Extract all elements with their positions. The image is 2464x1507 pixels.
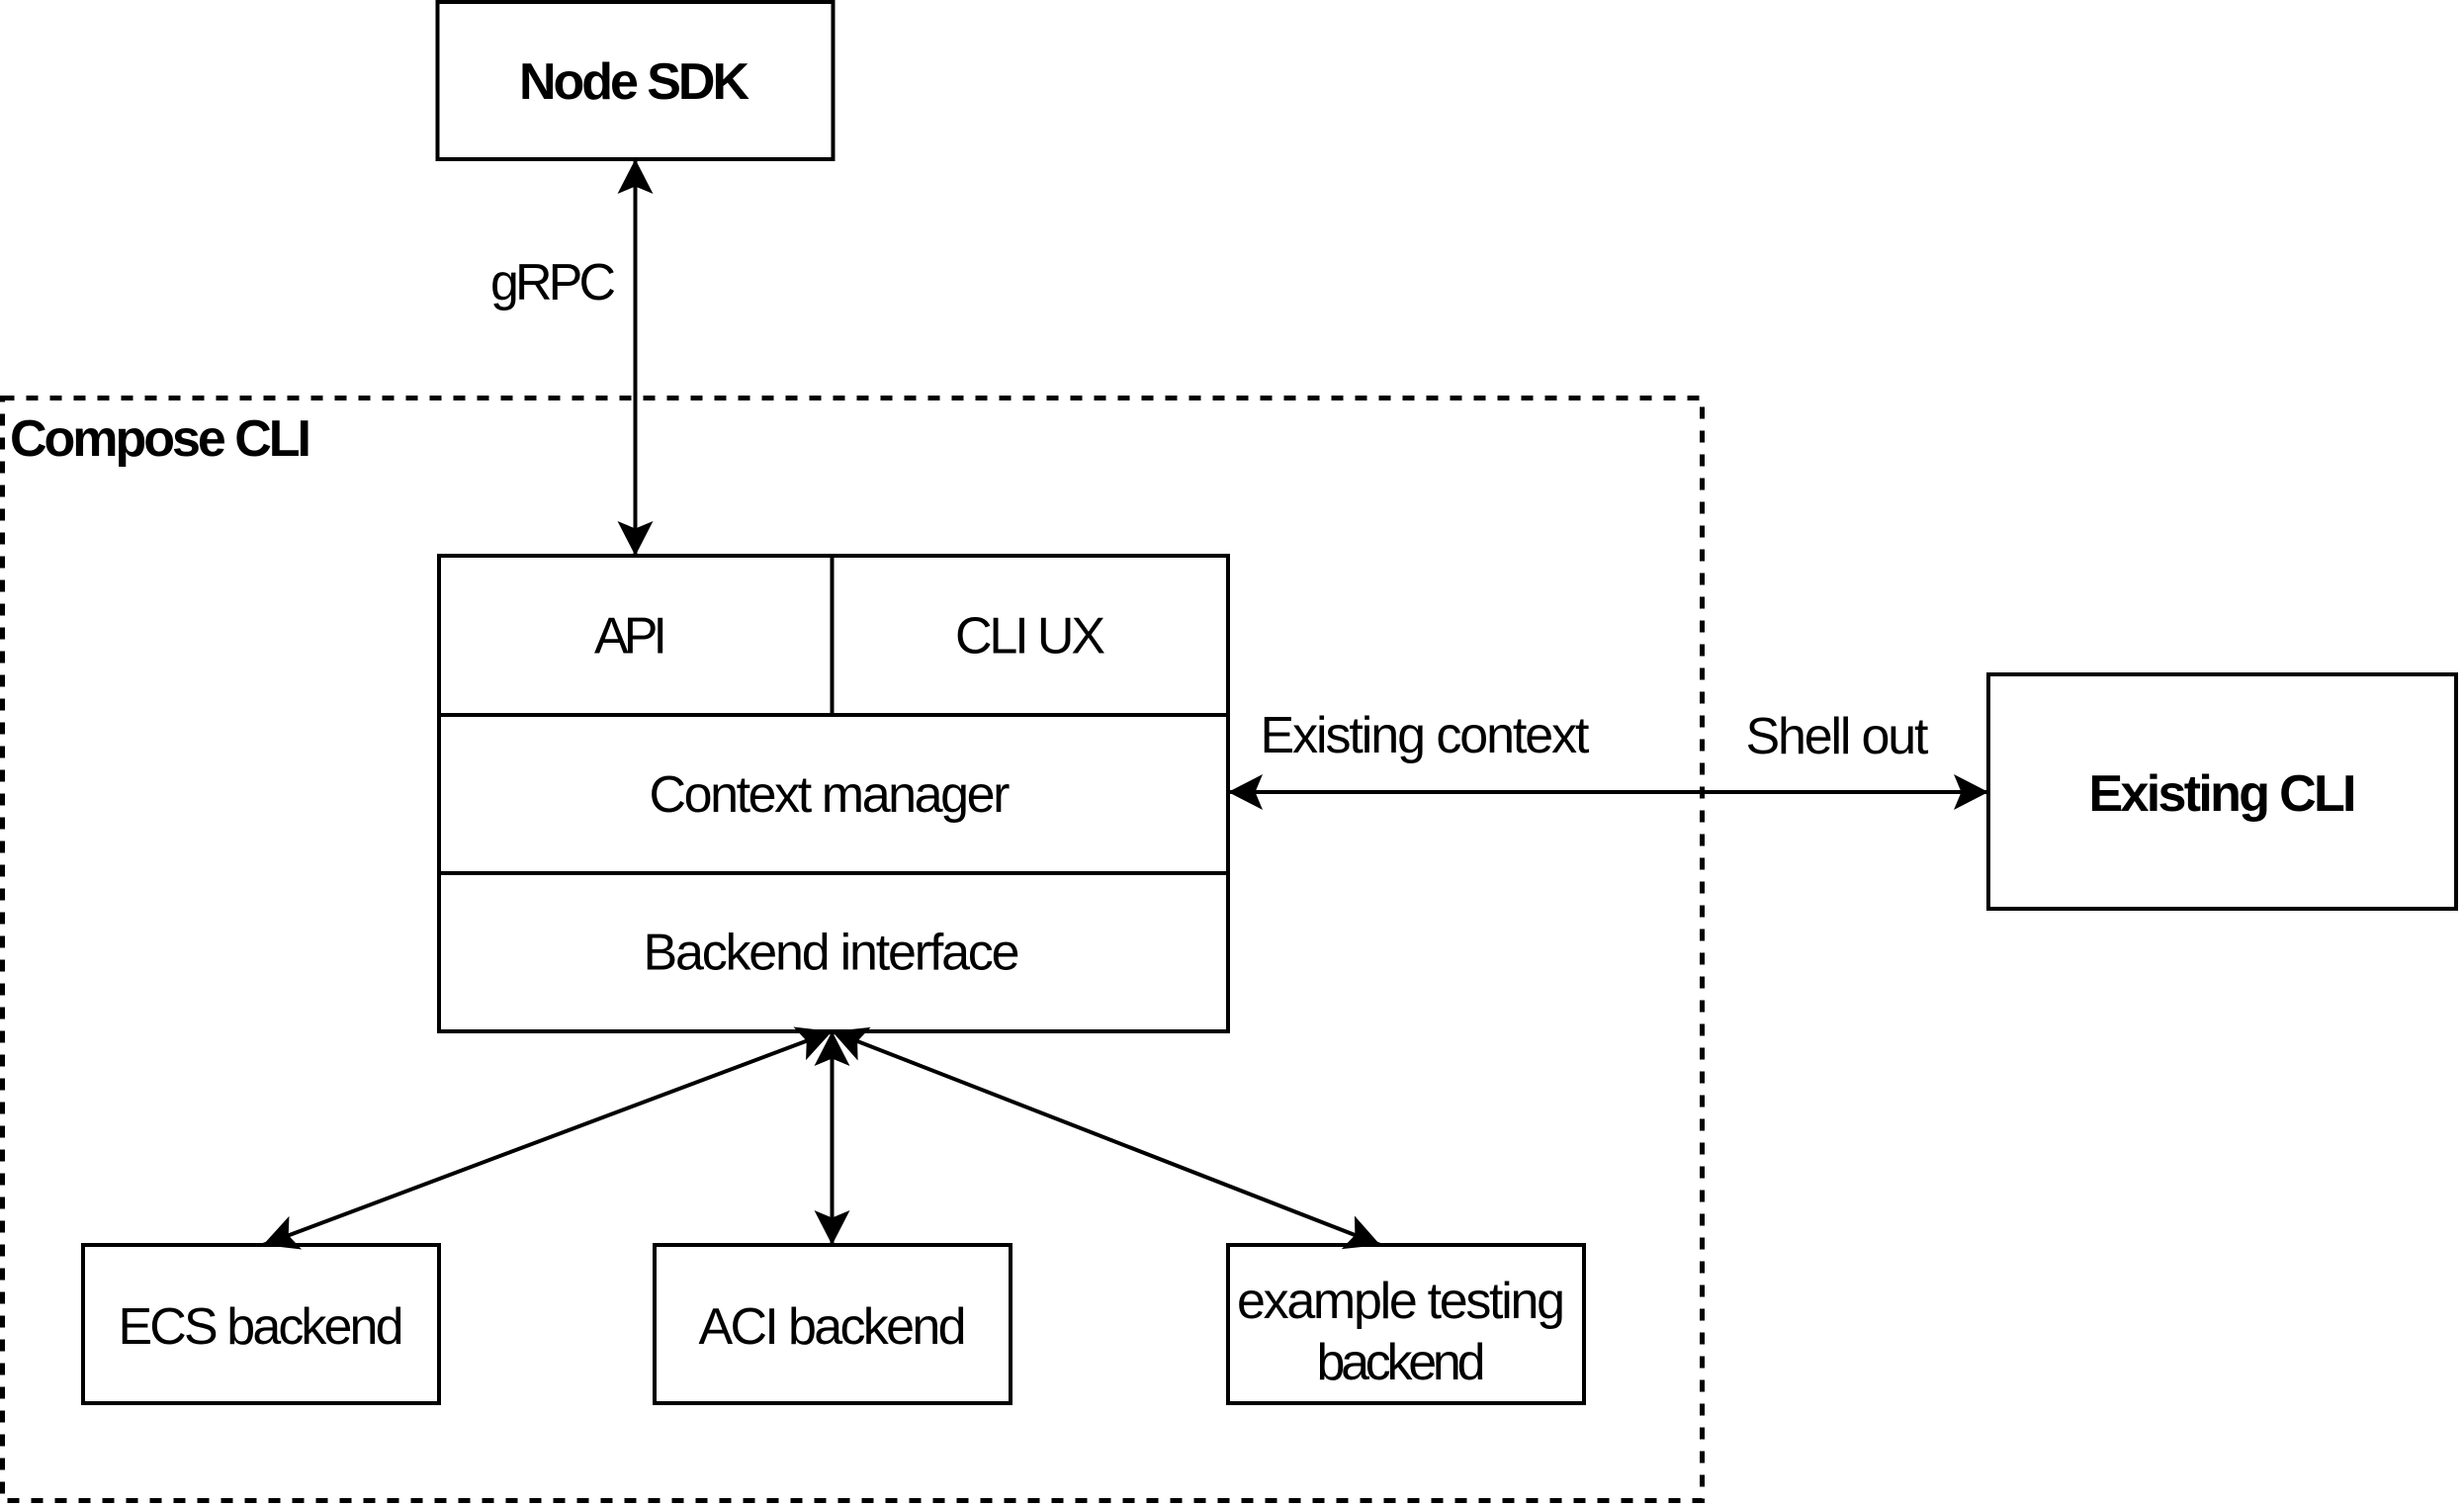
svg-text:ECS backend: ECS backend [119,1298,404,1356]
svg-text:Node SDK: Node SDK [519,53,749,111]
svg-text:Shell out: Shell out [1746,708,1930,765]
svg-text:Existing CLI: Existing CLI [2089,765,2357,823]
svg-text:Context manager: Context manager [650,766,1011,824]
svg-text:Existing context: Existing context [1261,707,1591,764]
svg-text:gRPC: gRPC [490,254,616,311]
svg-text:ACI backend: ACI backend [699,1298,967,1356]
svg-text:API: API [594,608,667,665]
svg-text:backend: backend [1317,1334,1486,1391]
svg-text:example testing: example testing [1237,1273,1565,1330]
svg-text:Compose CLI: Compose CLI [10,410,311,468]
svg-text:Backend interface: Backend interface [644,925,1020,982]
svg-text:CLI UX: CLI UX [955,608,1105,665]
